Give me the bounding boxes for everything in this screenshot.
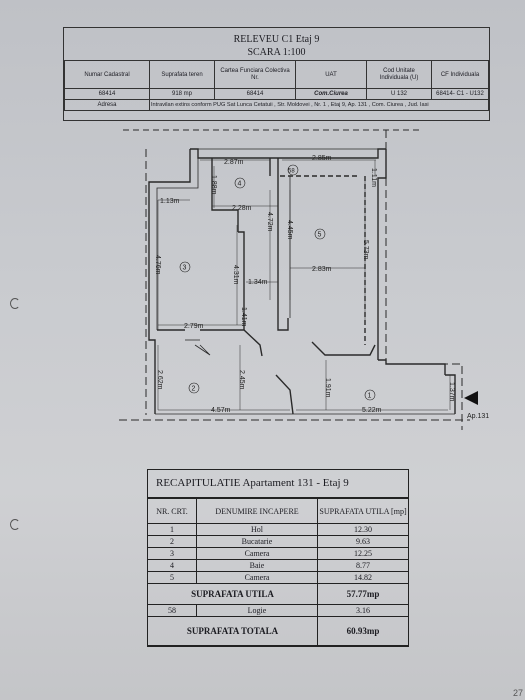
row-area: 12.30 <box>317 523 408 536</box>
val-uat: Com.Ciurea <box>295 88 367 100</box>
grand-total-row: SUPRAFATA TOTALA 60.93mp <box>148 616 408 646</box>
val-land-area: 918 mp <box>149 88 215 100</box>
entrance-label: Ap.131 <box>467 413 489 420</box>
table-row: 1 Hol 12.30 <box>148 523 408 536</box>
row-nr: 5 <box>148 571 197 584</box>
room-3: 3 <box>183 265 187 272</box>
title-line-1: RELEVEU C1 Etaj 9 <box>233 34 320 45</box>
room-58: 58 <box>288 169 295 175</box>
dimension-lines <box>157 159 451 411</box>
page-number: 27 <box>512 688 523 698</box>
room-numbers: 4 58 5 3 2 1 <box>179 164 376 401</box>
logie-area: 3.16 <box>317 604 408 617</box>
room-4: 4 <box>238 181 242 188</box>
dim-522: 5.22m <box>362 407 382 414</box>
dim-431: 4.31m <box>232 265 239 285</box>
row-area: 12.25 <box>317 547 408 560</box>
apartment-boundary <box>119 129 470 430</box>
title-block: RELEVEU C1 Etaj 9 SCARA 1:100 Numar Cada… <box>63 27 490 121</box>
dim-191: 1.91m <box>324 378 331 398</box>
row-name: Bucatarie <box>196 535 318 548</box>
header-name: DENUMIRE INCAPERE <box>196 498 318 524</box>
table-row: 4 Baie 8.77 <box>148 559 408 572</box>
address-label: Adresa <box>64 99 150 111</box>
col-cf-individual: CF Individuala <box>431 60 489 89</box>
col-land-area: Suprafata teren <box>149 60 215 89</box>
dim-245: 2.45m <box>238 370 245 390</box>
title-line-2: SCARA 1:100 <box>247 47 306 58</box>
col-uat: UAT <box>295 60 367 89</box>
logie-name: Logie <box>196 604 318 617</box>
row-nr: 3 <box>148 547 197 560</box>
total-label: SUPRAFATA TOTALA <box>148 616 318 646</box>
row-area: 9.63 <box>317 535 408 548</box>
table-row: 3 Camera 12.25 <box>148 547 408 560</box>
recap-table: RECAPITULATIE Apartament 131 - Etaj 9 NR… <box>147 469 409 647</box>
val-cf-individual: 68414- C1 - U132 <box>431 88 489 100</box>
row-name: Baie <box>196 559 318 572</box>
dim-141: 1.41m <box>240 307 247 327</box>
dim-113: 1.13m <box>160 198 180 205</box>
row-area: 14.82 <box>317 571 408 584</box>
logie-row: 58 Logie 3.16 <box>148 604 408 617</box>
util-label: SUPRAFATA UTILA <box>148 583 318 605</box>
header-area: SUPRAFATA UTILA [mp] <box>317 498 408 524</box>
dim-228: 2.28m <box>232 205 252 212</box>
dim-262: 2.62m <box>156 370 163 390</box>
dim-445: 4.45m <box>286 220 293 240</box>
dim-279: 2.79m <box>184 323 204 330</box>
col-cf-collective: Cartea Funciara Colectiva Nr. <box>214 60 296 89</box>
dim-287: 2.87m <box>224 159 244 166</box>
room-5: 5 <box>318 232 322 239</box>
dim-134: 1.34m <box>248 279 268 286</box>
val-cadastral: 68414 <box>64 88 150 100</box>
recap-grid: NR. CRT. DENUMIRE INCAPERE SUPRAFATA UTI… <box>148 498 408 646</box>
address-value: Intravilan extins conform PUG Sat Lunca … <box>149 99 489 111</box>
binder-hole <box>10 519 20 530</box>
dim-476: 4.76m <box>154 255 161 275</box>
row-area: 8.77 <box>317 559 408 572</box>
dim-111: 1.11m <box>370 168 377 187</box>
val-cf-collective: 68414 <box>214 88 296 100</box>
floor-plan: 2.87m 2.85m 1.11m 1.88m 1.13m 2.28m 4.72… <box>119 129 489 430</box>
val-unit-code: U 132 <box>366 88 432 100</box>
row-nr: 1 <box>148 523 197 536</box>
row-nr: 4 <box>148 559 197 572</box>
row-name: Camera <box>196 571 318 584</box>
col-unit-code: Cod Unitate Individuala (U) <box>366 60 432 89</box>
col-cadastral: Numar Cadastral <box>64 60 150 89</box>
dim-283: 2.83m <box>312 266 332 273</box>
row-name: Camera <box>196 547 318 560</box>
table-row: 5 Camera 14.82 <box>148 571 408 584</box>
recap-title: RECAPITULATIE Apartament 131 - Etaj 9 <box>148 470 408 498</box>
util-value: 57.77mp <box>317 583 408 605</box>
dim-188: 1.88m <box>210 175 217 195</box>
room-1: 1 <box>368 393 372 400</box>
header-nr: NR. CRT. <box>148 498 197 524</box>
dimension-labels: 2.87m 2.85m 1.11m 1.88m 1.13m 2.28m 4.72… <box>154 155 455 414</box>
row-name: Hol <box>196 523 318 536</box>
dim-137: 1.37m <box>448 382 455 402</box>
dim-285: 2.85m <box>312 155 332 162</box>
entrance-arrow-icon <box>464 391 478 405</box>
dim-573: 5.73m <box>362 240 369 260</box>
dim-457: 4.57m <box>211 407 231 414</box>
row-nr: 2 <box>148 535 197 548</box>
binder-hole <box>10 298 20 309</box>
table-header-row: NR. CRT. DENUMIRE INCAPERE SUPRAFATA UTI… <box>148 498 408 524</box>
plan-walls <box>148 148 456 415</box>
dim-472: 4.72m <box>266 212 273 232</box>
total-value: 60.93mp <box>317 616 408 646</box>
cadastral-table: Numar Cadastral Suprafata teren Cartea F… <box>64 60 489 111</box>
util-total-row: SUPRAFATA UTILA 57.77mp <box>148 583 408 605</box>
table-row: 2 Bucatarie 9.63 <box>148 535 408 548</box>
room-2: 2 <box>192 386 196 393</box>
logie-nr: 58 <box>148 604 197 617</box>
